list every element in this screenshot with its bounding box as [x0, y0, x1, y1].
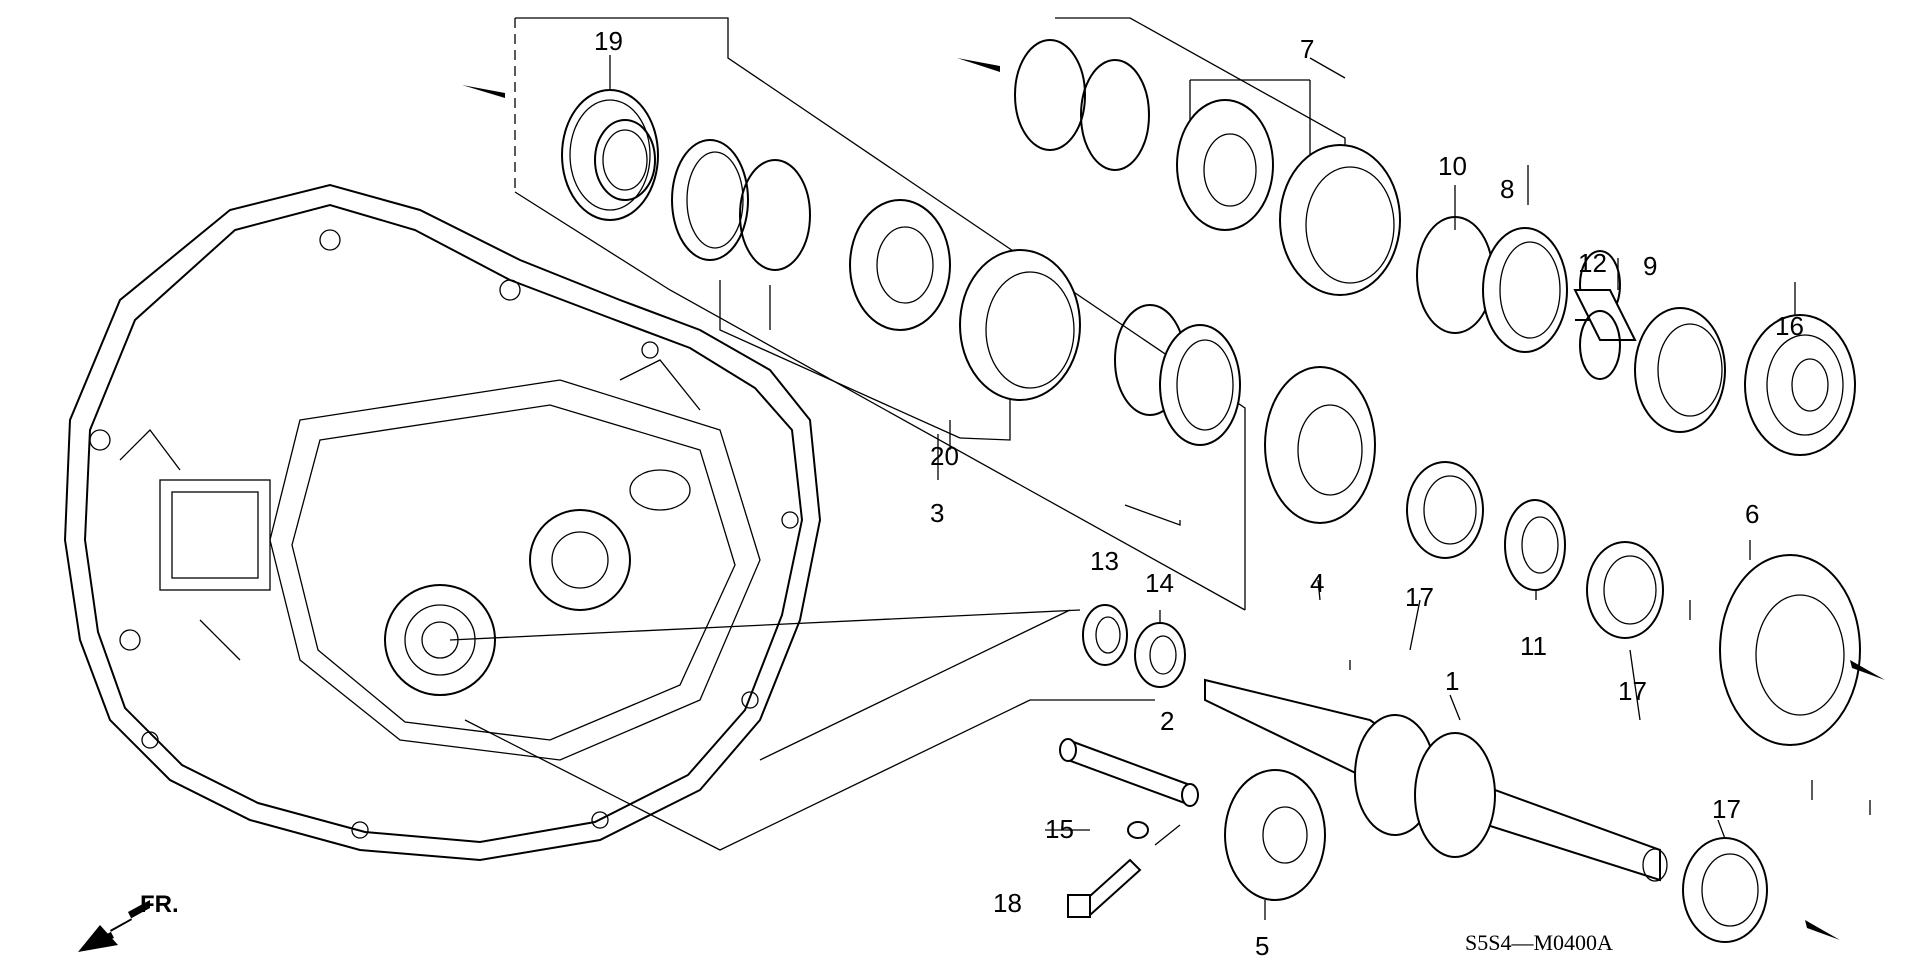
callout-9: 9 [1643, 251, 1657, 281]
bolt-18 [1067, 858, 1142, 918]
bearing-16 [1744, 314, 1856, 456]
gear-19 [561, 89, 659, 221]
washer-14 [1134, 622, 1186, 688]
callout-10: 10 [1438, 151, 1467, 181]
pointer-arrows [462, 58, 1885, 940]
diagram-code: S5S4—M0400A [1465, 930, 1613, 955]
callout-20: 20 [930, 441, 959, 471]
callout-13: 13 [1090, 546, 1119, 576]
callout-11: 11 [1520, 631, 1547, 661]
gear-4 [1264, 366, 1376, 524]
callout-5: 5 [1255, 931, 1269, 960]
needle-bearing-17c [1682, 837, 1768, 943]
needle-bearing-17a [1406, 461, 1484, 559]
callout-8: 8 [1500, 174, 1514, 204]
callout-17-c: 17 [1712, 794, 1741, 824]
gear-6 [1719, 554, 1861, 746]
hub-9 [1634, 307, 1726, 433]
callout-6: 6 [1745, 499, 1759, 529]
ring-10 [1416, 216, 1494, 334]
sleeve-middle [959, 249, 1081, 401]
callout-14: 14 [1145, 568, 1174, 598]
hub-gear-middle [849, 199, 951, 331]
callout-16: 16 [1775, 311, 1804, 341]
ring-8 [1482, 227, 1568, 353]
callout-2: 2 [1160, 706, 1174, 736]
gear-5 [1224, 769, 1326, 901]
callout-17-a: 17 [1405, 582, 1434, 612]
collar-11 [1504, 499, 1566, 591]
callout-labels: 19 7 10 8 12 9 16 20 3 4 17 11 6 13 14 1… [594, 26, 1804, 960]
callout-3: 3 [930, 498, 944, 528]
transmission-housing [63, 183, 822, 862]
shaft-pin-2 [1059, 738, 1199, 807]
callout-1: 1 [1445, 666, 1459, 696]
assembly-outline-20 [514, 17, 1246, 611]
mainshaft-1 [1204, 678, 1668, 882]
synchro-ring-upper-left [671, 139, 811, 271]
callout-12: 12 [1578, 248, 1607, 278]
direction-arrow-icon [78, 900, 150, 952]
front-direction-indicator: FR. [78, 891, 179, 952]
direction-label: FR. [140, 891, 179, 918]
synchro-ring-lower-right [1114, 304, 1241, 446]
callout-4: 4 [1310, 568, 1324, 598]
washer-15 [1127, 821, 1149, 839]
callout-19: 19 [594, 26, 623, 56]
callout-15: 15 [1045, 814, 1074, 844]
washer-13 [1082, 604, 1128, 666]
needle-bearing-17b [1586, 541, 1664, 639]
bushing-12 [1573, 250, 1637, 380]
callout-17-b: 17 [1618, 676, 1647, 706]
callout-7: 7 [1300, 34, 1314, 64]
callout-18: 18 [993, 888, 1022, 918]
assembly-7-parts [1014, 39, 1401, 296]
